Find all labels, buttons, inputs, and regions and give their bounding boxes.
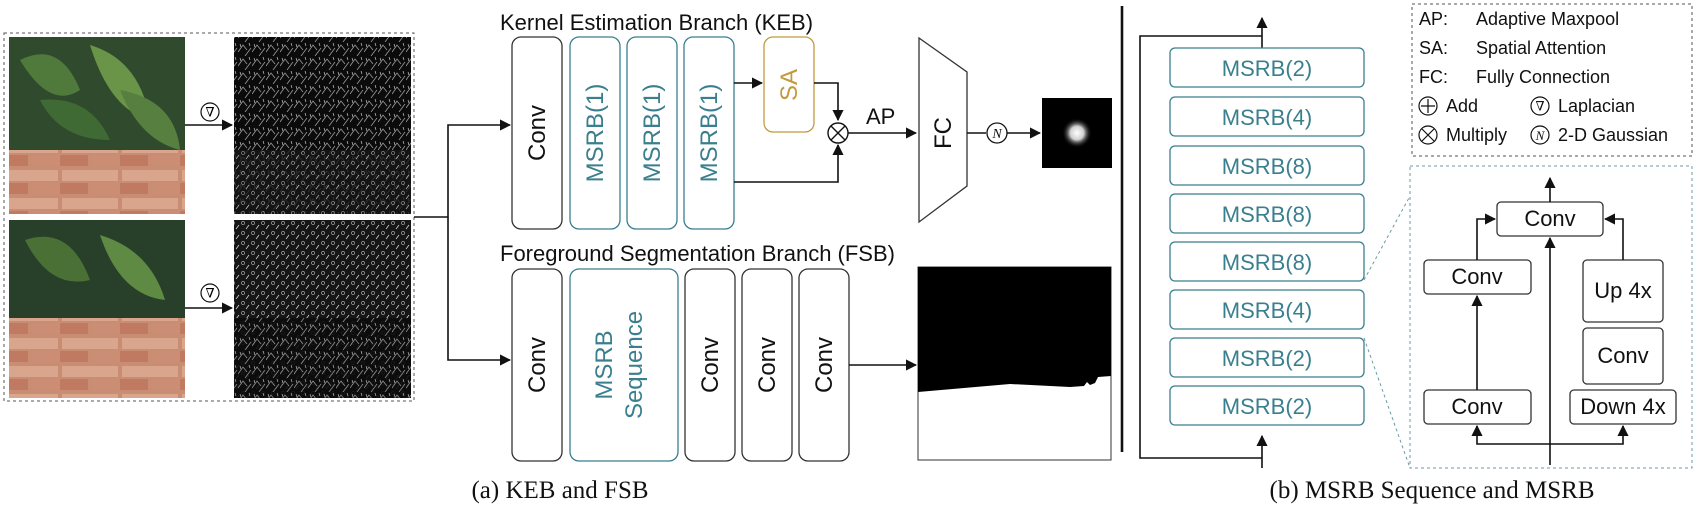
laplacian-symbol: ∇	[205, 105, 214, 120]
msrb-conv-mid-box	[1582, 327, 1664, 385]
sequence-msrb-box-2	[1169, 96, 1365, 137]
sequence-msrb-label-7: MSRB(2)	[1222, 346, 1312, 371]
msrb-sequence-label-1: MSRB	[591, 330, 618, 399]
msrb-down-label: Down 4x	[1580, 394, 1666, 419]
sequence-msrb-label-8: MSRB(2)	[1222, 394, 1312, 419]
fc-label: FC	[930, 117, 957, 149]
legend-abbr-2: SA:	[1419, 38, 1448, 58]
legend-abbr-3: FC:	[1419, 67, 1448, 87]
sequence-msrb-label-6: MSRB(4)	[1222, 298, 1312, 323]
multiply-icon	[1418, 125, 1438, 145]
legend-gaussian-icon	[1530, 125, 1550, 145]
legend-laplacian-symbol: ∇	[1535, 99, 1544, 114]
sequence-msrb-label-1: MSRB(2)	[1222, 56, 1312, 81]
sequence-msrb-label-2: MSRB(4)	[1222, 105, 1312, 130]
legend-abbr-1: AP:	[1419, 9, 1448, 29]
segmentation-mask-image	[917, 266, 1112, 461]
sequence-msrb-box-8	[1169, 385, 1365, 426]
arrow-sa-to-multiply	[814, 82, 844, 122]
caption-b: (b) MSRB Sequence and MSRB	[1270, 477, 1595, 504]
legend-gaussian-symbol: N	[1535, 128, 1546, 143]
legend-multiply-label: Multiply	[1446, 125, 1507, 145]
edge-map-bottom	[234, 220, 411, 398]
keb-msrb-label-3: MSRB(1)	[696, 84, 723, 183]
sequence-msrb-box-1	[1169, 47, 1365, 88]
connector-to-keb	[414, 119, 512, 218]
laplacian-icon	[200, 102, 220, 122]
msrb-up-label: Up 4x	[1594, 278, 1651, 303]
legend-gaussian-label: 2-D Gaussian	[1558, 125, 1668, 145]
sequence-msrb-label-4: MSRB(8)	[1222, 202, 1312, 227]
photo-bottom	[9, 220, 185, 398]
gaussian-symbol: N	[991, 127, 1002, 142]
msrb-right-to-top-arrow	[1603, 213, 1624, 260]
laplacian-symbol: ∇	[205, 286, 214, 301]
sa-box	[763, 36, 815, 133]
keb-msrb-box-2	[626, 36, 678, 230]
legend-desc-3: Fully Connection	[1476, 67, 1610, 87]
zoom-line-bottom	[1363, 337, 1411, 469]
sequence-msrb-box-4	[1169, 193, 1365, 234]
connector-to-fsb	[447, 217, 512, 366]
sequence-skip-line	[1139, 35, 1262, 459]
fsb-conv-label-1: Conv	[524, 337, 551, 393]
msrb-conv-left-bottom-label: Conv	[1451, 394, 1502, 419]
keb-title: Kernel Estimation Branch (KEB)	[500, 10, 813, 35]
legend-box	[1411, 3, 1693, 157]
edge-map-top	[234, 37, 411, 214]
ap-label: AP	[866, 104, 895, 129]
keb-conv-box	[511, 36, 563, 230]
keb-msrb-label-2: MSRB(1)	[639, 84, 666, 183]
fc-block	[918, 36, 968, 224]
msrb-conv-left-top-label: Conv	[1451, 264, 1502, 289]
sequence-msrb-box-5	[1169, 241, 1365, 282]
msrb-conv-top-label: Conv	[1524, 206, 1575, 231]
keb-conv-label: Conv	[524, 105, 551, 161]
msrb-conv-mid-label: Conv	[1597, 343, 1648, 368]
msrb-left-to-top-arrow	[1476, 213, 1497, 260]
add-icon	[1418, 96, 1438, 116]
msrb-sequence-box	[569, 268, 679, 462]
fsb-conv-label-3: Conv	[754, 337, 781, 393]
keb-msrb-label-1: MSRB(1)	[582, 84, 609, 183]
legend-laplacian-icon	[1530, 96, 1550, 116]
keb-msrb-box-3	[683, 36, 735, 230]
keb-msrb-box-1	[569, 36, 621, 230]
sequence-msrb-box-6	[1169, 289, 1365, 330]
photo-top	[9, 37, 185, 214]
fsb-title: Foreground Segmentation Branch (FSB)	[500, 241, 895, 266]
sequence-msrb-box-7	[1169, 337, 1365, 378]
blur-kernel-blob	[1062, 118, 1092, 148]
sequence-msrb-box-3	[1169, 145, 1365, 186]
msrb-input-right-arrow	[1550, 424, 1629, 445]
sa-label: SA	[776, 69, 803, 101]
fsb-conv-box-2	[684, 268, 736, 462]
sequence-msrb-label-3: MSRB(8)	[1222, 154, 1312, 179]
fsb-conv-box-1	[511, 268, 563, 462]
fsb-conv-label-4: Conv	[811, 337, 838, 393]
legend-laplacian-label: Laplacian	[1558, 96, 1635, 116]
zoom-line-top	[1363, 195, 1411, 281]
legend-add-label: Add	[1446, 96, 1478, 116]
arrow-skip-to-multiply	[734, 143, 844, 183]
sequence-msrb-label-5: MSRB(8)	[1222, 250, 1312, 275]
fsb-conv-label-2: Conv	[697, 337, 724, 393]
laplacian-icon	[200, 283, 220, 303]
msrb-input-left-arrow	[1471, 424, 1550, 445]
legend-desc-2: Spatial Attention	[1476, 38, 1606, 58]
caption-a: (a) KEB and FSB	[471, 477, 648, 504]
msrb-down-box	[1569, 389, 1677, 425]
msrb-sequence-label-2: Sequence	[621, 311, 648, 419]
legend-desc-1: Adaptive Maxpool	[1476, 9, 1619, 29]
multiply-icon	[827, 122, 849, 144]
fsb-conv-box-3	[741, 268, 793, 462]
